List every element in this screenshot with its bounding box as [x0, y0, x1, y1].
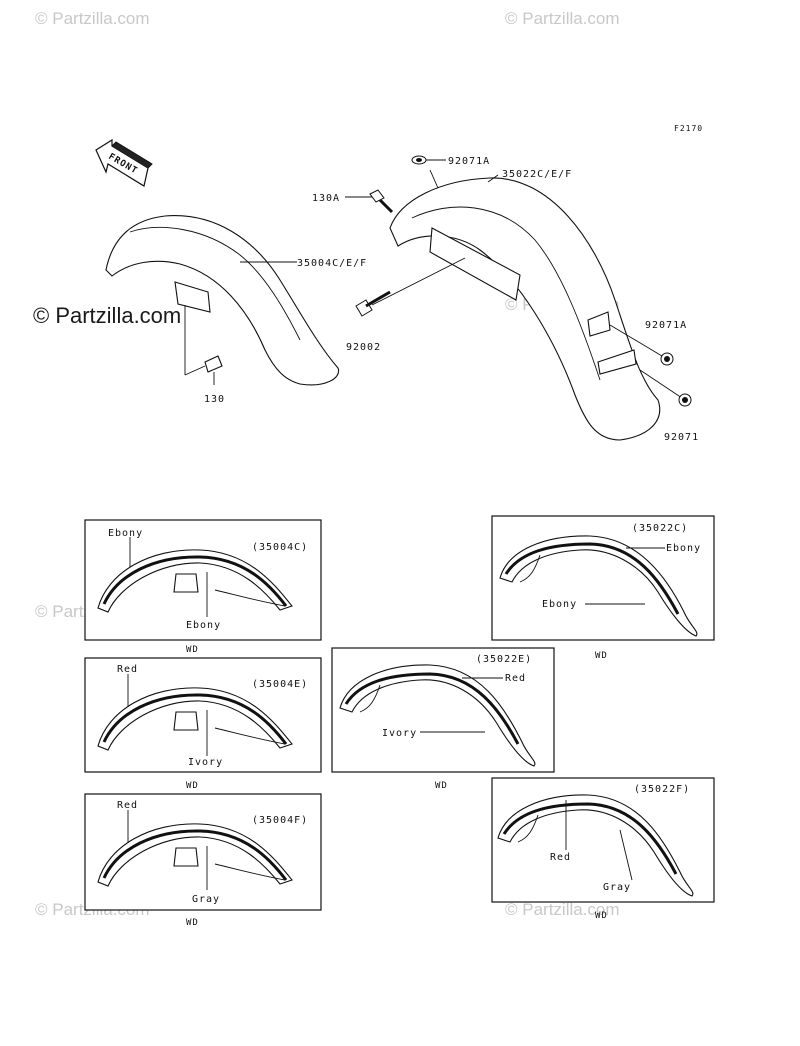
grommet-92071a-top-icon	[411, 155, 427, 165]
callout-bolt-130: 130	[204, 394, 225, 405]
variant-box-35022c: (35022C) Ebony Ebony	[491, 515, 715, 641]
variant-35004c-tag: WD	[186, 645, 199, 655]
bolt-92002-icon	[355, 290, 391, 317]
callout-front-fender: 35004C/E/F	[297, 258, 367, 269]
variant-35004e-tag: WD	[186, 781, 199, 791]
variant-35022e-code: (35022E)	[476, 654, 532, 665]
rear-fender	[345, 169, 683, 441]
variant-box-35022e: (35022E) Red Ivory	[331, 647, 555, 773]
variant-35004f-color-1: Red	[117, 800, 138, 811]
callout-grommet-top: 92071A	[448, 156, 490, 167]
variant-35004c-code: (35004C)	[252, 542, 308, 553]
variant-35022c-code: (35022C)	[632, 523, 688, 534]
nut-92071-icon	[678, 393, 692, 407]
variant-box-35004c: Ebony (35004C) Ebony	[84, 519, 322, 641]
variant-35004f-tag: WD	[186, 918, 199, 928]
variant-35004c-color-1: Ebony	[108, 528, 143, 539]
variant-box-35022f: (35022F) Red Gray	[491, 777, 715, 903]
variant-box-35004f: Red (35004F) Gray	[84, 793, 322, 911]
watermark-bottom-right: © Partzilla.com	[505, 900, 620, 919]
bolt-130a-icon	[369, 189, 394, 214]
watermark-top-right: © Partzilla.com	[505, 9, 620, 28]
front-fender	[105, 215, 340, 386]
grommet-92071a-side-icon	[660, 352, 674, 366]
variant-35022e-tag: WD	[435, 781, 448, 791]
callout-bolt-130a: 130A	[312, 193, 340, 204]
callout-nut-92071: 92071	[664, 432, 699, 443]
front-arrow-icon: FRONT	[95, 138, 153, 187]
variant-35022c-tag: WD	[595, 651, 608, 661]
variant-35022c-color-1: Ebony	[666, 543, 701, 554]
variant-35004c-color-2: Ebony	[186, 620, 221, 631]
variant-35004f-code: (35004F)	[252, 815, 308, 826]
watermark-main: © Partzilla.com	[33, 303, 181, 328]
watermark-top-left: © Partzilla.com	[35, 9, 150, 28]
callout-grommet-side: 92071A	[645, 320, 687, 331]
diagram-code: F2170	[674, 124, 703, 133]
variant-35022e-color-2: Ivory	[382, 728, 417, 739]
callout-rear-fender: 35022C/E/F	[502, 169, 572, 180]
callout-bolt-92002: 92002	[346, 342, 381, 353]
variant-35004e-code: (35004E)	[252, 679, 308, 690]
variant-35022e-color-1: Red	[505, 673, 526, 684]
variant-35022f-color-2: Gray	[603, 882, 631, 893]
variant-35022f-tag: WD	[595, 911, 608, 921]
variant-box-35004e: Red (35004E) Ivory	[84, 657, 322, 773]
variant-35004e-color-1: Red	[117, 664, 138, 675]
variant-35022c-color-2: Ebony	[542, 599, 577, 610]
variant-35004f-color-2: Gray	[192, 894, 220, 905]
variant-35022f-color-1: Red	[550, 852, 571, 863]
variant-35022f-code: (35022F)	[634, 784, 690, 795]
variant-35004e-color-2: Ivory	[188, 757, 223, 768]
